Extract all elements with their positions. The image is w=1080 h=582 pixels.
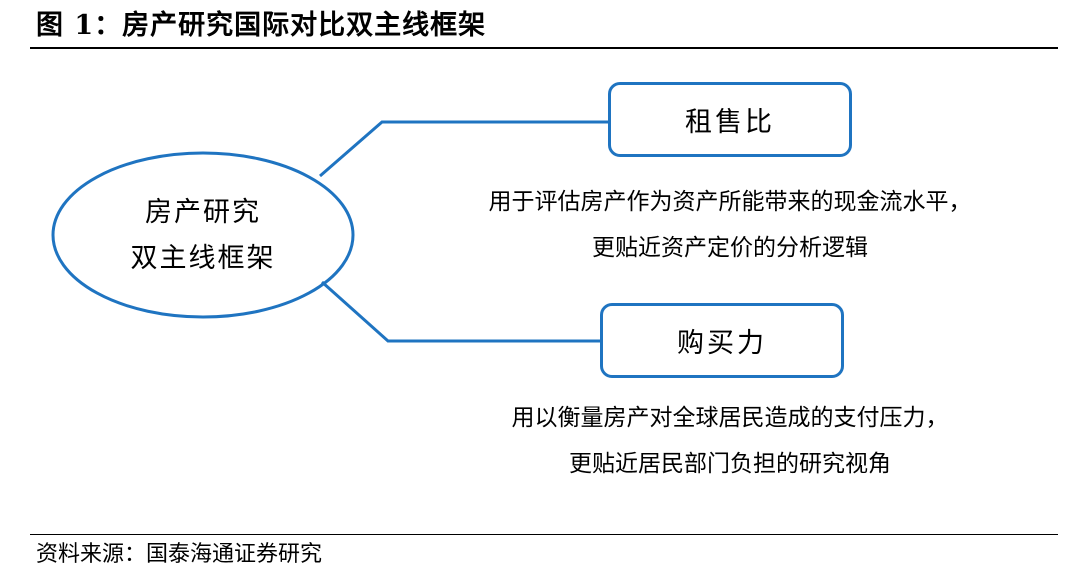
purchasing-power-description: 用以衡量房产对全球居民造成的支付压力， 更贴近居民部门负担的研究视角: [430, 395, 1030, 487]
figure-title: 图 1：房产研究国际对比双主线框架: [36, 10, 487, 41]
purchasing-power-desc-line-2: 更贴近居民部门负担的研究视角: [569, 451, 891, 477]
purchasing-power-desc-line-1: 用以衡量房产对全球居民造成的支付压力，: [511, 405, 949, 431]
center-node-line-2: 双主线框架: [130, 243, 276, 274]
rent-to-price-desc-line-2: 更贴近资产定价的分析逻辑: [592, 235, 868, 261]
center-node-label: 房产研究 双主线框架: [75, 190, 331, 282]
title-divider: [30, 47, 1058, 49]
center-node-line-1: 房产研究: [145, 197, 261, 228]
rent-to-price-label: 租售比: [685, 107, 775, 138]
rent-to-price-desc-line-1: 用于评估房产作为资产所能带来的现金流水平，: [488, 189, 972, 215]
rent-to-price-description: 用于评估房产作为资产所能带来的现金流水平， 更贴近资产定价的分析逻辑: [430, 179, 1030, 271]
source-divider: [30, 534, 1058, 535]
center-ellipse: [51, 151, 355, 319]
connector-upper: [319, 120, 608, 178]
connector-lower: [321, 280, 600, 343]
purchasing-power-label: 购买力: [677, 328, 767, 359]
purchasing-power-node: 购买力: [600, 303, 844, 378]
rent-to-price-node: 租售比: [608, 82, 852, 157]
source-note: 资料来源：国泰海通证券研究: [36, 542, 323, 567]
